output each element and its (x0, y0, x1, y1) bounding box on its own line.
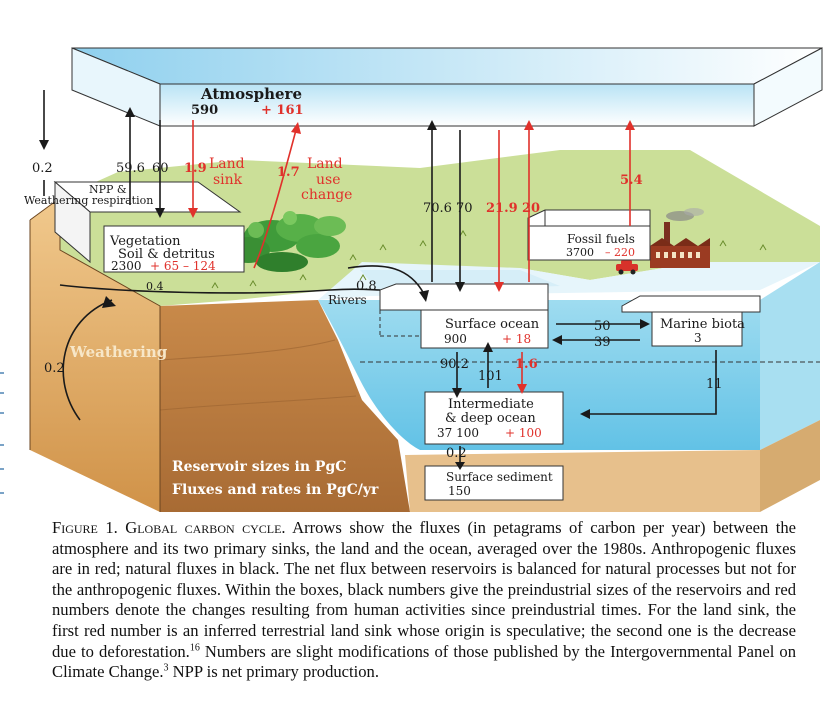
caption-ref-1: 16 (189, 642, 200, 654)
sediment-value: 150 (448, 484, 471, 498)
npp-label-2: Weathering respiration (24, 194, 153, 207)
vegetation-label-1: Vegetation (109, 234, 181, 249)
atmosphere-natural-value: 590 (191, 103, 218, 118)
deep-ocean-anthro-value: + 100 (505, 426, 542, 440)
flux-weathering-down: 0.2 (32, 161, 53, 176)
margin-mark (0, 444, 4, 446)
atmosphere-label: Atmosphere (200, 85, 302, 103)
flux-npp-up: 59.6 (116, 161, 145, 176)
weathering-label: Weathering (69, 343, 168, 361)
flux-land-sink: 1.9 (184, 161, 207, 176)
npp-label-1: NPP & (89, 183, 127, 196)
surface-ocean-label: Surface ocean (445, 317, 540, 332)
marine-biota-label: Marine biota (660, 317, 745, 332)
anthropogenic-flux-arrows (192, 120, 631, 384)
rivers-label: Rivers (328, 293, 367, 307)
land-use-label-3: change (301, 187, 352, 203)
marine-biota-value: 3 (694, 331, 702, 345)
fossil-fuels-label: Fossil fuels (567, 232, 635, 246)
flux-deep-to-surface: 101 (478, 369, 503, 384)
land-use-label-2: use (316, 172, 341, 188)
flux-biota-down: 11 (706, 377, 723, 392)
flux-fossil-up: 5.4 (620, 173, 643, 188)
legend-flux-units: Fluxes and rates in PgC/yr (172, 482, 379, 498)
margin-mark (0, 372, 4, 374)
land-sink-label-1: Land (209, 156, 245, 172)
flux-anthro-up: 20 (522, 201, 540, 216)
vegetation-anthro-value: + 65 – 124 (150, 259, 216, 273)
margin-mark (0, 392, 4, 394)
atmosphere-box (71, 47, 823, 127)
fossil-fuels-natural-value: 3700 (566, 246, 594, 259)
factory-icon (650, 208, 710, 268)
land-use-label-1: Land (307, 156, 343, 172)
flux-ocean-down: 70 (456, 201, 473, 216)
anthropogenic-arrowheads (188, 120, 635, 394)
caption-text-c: NPP is net primary production. (168, 662, 380, 682)
car-icon (616, 260, 638, 275)
natural-arrowheads (39, 107, 650, 470)
figure-caption: Figure 1. Global carbon cycle. Arrows sh… (52, 518, 796, 683)
caption-label: Figure 1. Global carbon cycle. (52, 518, 286, 537)
sediment-label: Surface sediment (446, 470, 553, 484)
flux-ocean-up: 70.6 (423, 201, 452, 216)
carbon-cycle-diagram: Atmosphere 590 + 161 (24, 47, 823, 512)
marine-biota-box (621, 295, 761, 347)
flux-rivers: 0.8 (356, 279, 377, 294)
sediment-box (424, 465, 564, 501)
legend-reservoir-units: Reservoir sizes in PgC (172, 459, 346, 475)
natural-flux-arrows (43, 90, 717, 462)
flux-land-use: 1.7 (277, 165, 300, 180)
margin-mark (0, 492, 4, 494)
caption-text-b: Numbers are slight modifications of thos… (52, 641, 796, 682)
flux-surface-to-deep: 90.2 (440, 357, 469, 372)
flux-to-biota: 50 (594, 319, 611, 334)
flux-anthro-down: 21.9 (486, 201, 518, 216)
vegetation-natural-value: 2300 (111, 259, 142, 273)
deep-ocean-label-1: Intermediate (448, 397, 534, 412)
surface-ocean-natural-value: 900 (444, 332, 467, 346)
flux-weathering-loop: 0.2 (44, 361, 65, 376)
surface-ocean-anthro-value: + 18 (502, 332, 531, 346)
caption-ref-2: 3 (163, 662, 169, 674)
flux-anthro-to-deep: 1.6 (515, 357, 538, 372)
deep-ocean-box (424, 391, 564, 445)
flux-from-biota: 39 (594, 335, 611, 350)
deep-ocean-label-2: & deep ocean (445, 411, 536, 426)
margin-mark (0, 468, 4, 470)
land-sink-label-2: sink (213, 172, 243, 188)
fossil-fuels-anthro-value: – 220 (605, 246, 635, 259)
atmosphere-anthro-value: + 161 (261, 103, 304, 118)
caption-text-a: Arrows show the fluxes (in petagrams of … (52, 518, 796, 661)
deep-ocean-natural-value: 37 100 (437, 426, 479, 440)
flux-to-sediment: 0.2 (446, 446, 467, 461)
margin-mark (0, 412, 4, 414)
vegetation-label-2: Soil & detritus (118, 247, 215, 262)
flux-soil: 0.4 (146, 280, 164, 293)
flux-respiration-down: 60 (152, 161, 169, 176)
